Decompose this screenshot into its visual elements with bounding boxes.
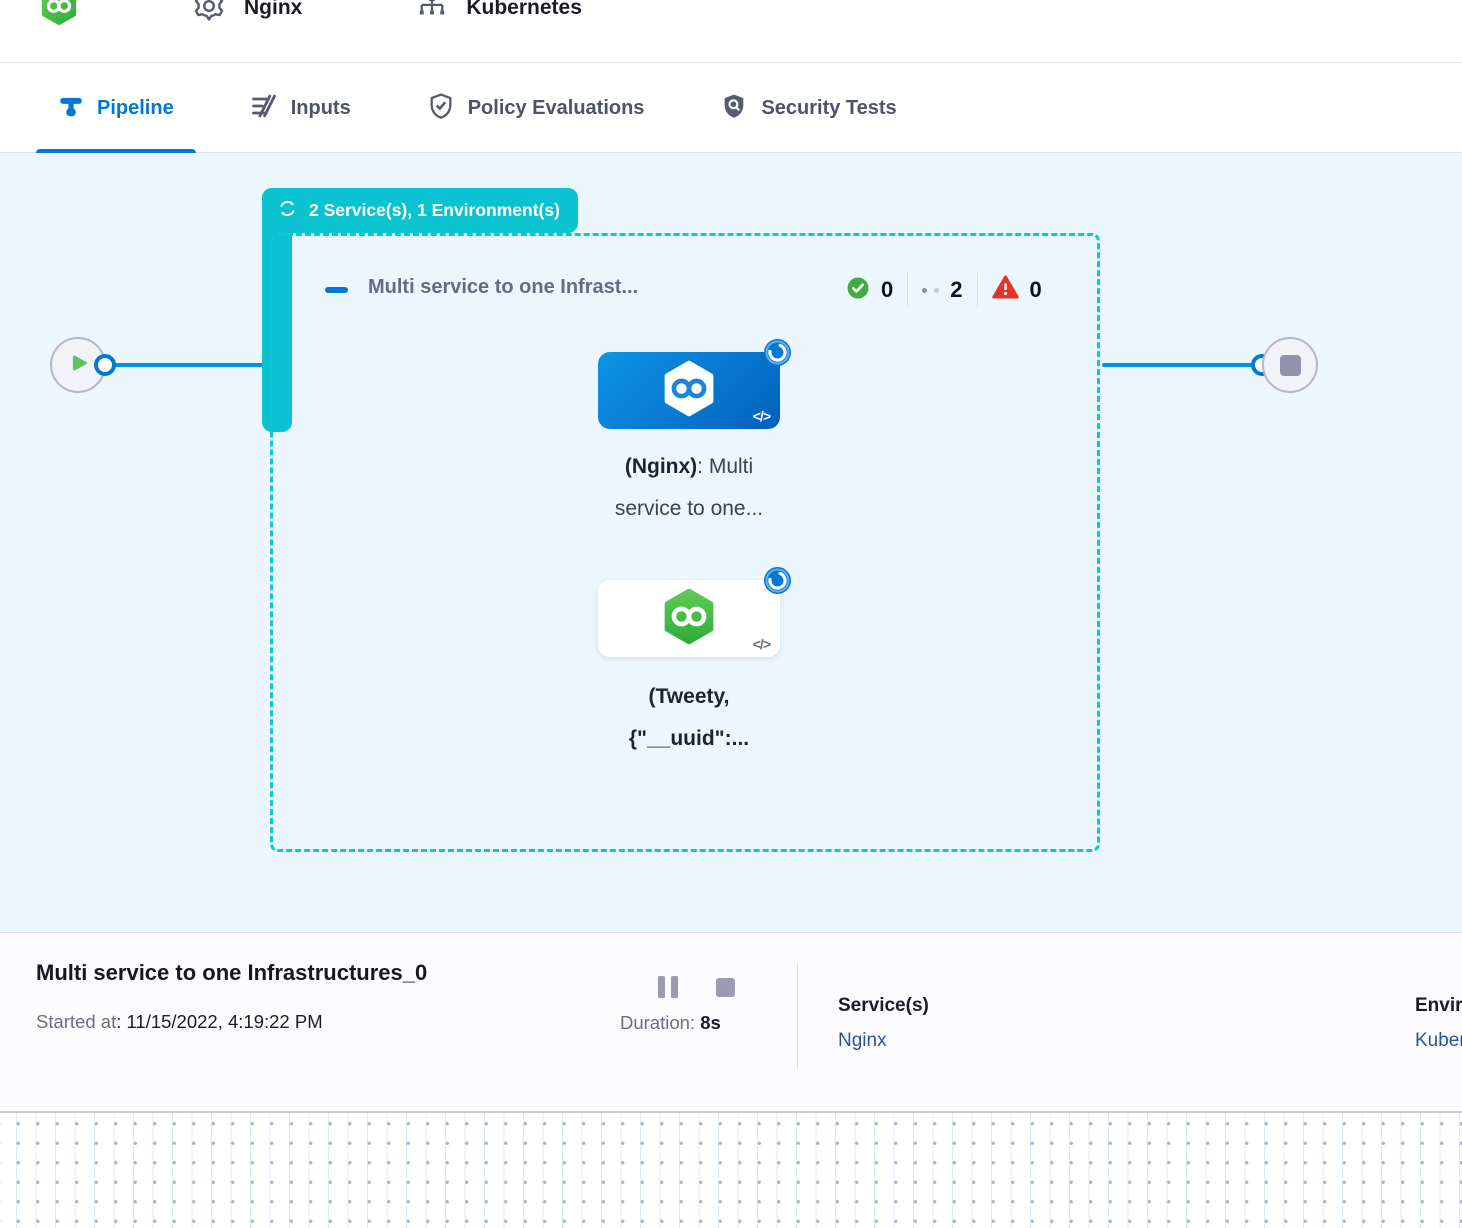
tab-security-tests[interactable]: Security Tests [698, 64, 918, 152]
network-icon [416, 0, 448, 27]
tab-policy-evaluations-label: Policy Evaluations [467, 96, 645, 119]
tab-inputs-label: Inputs [290, 96, 351, 119]
loop-icon [276, 197, 299, 225]
console-grid-area[interactable] [0, 1111, 1462, 1228]
execution-header: Nginx Kubernetes [0, 0, 1462, 63]
pipeline-icon [58, 93, 84, 124]
service-node-tweety-label: (Tweety, {"__uuid":... [628, 685, 750, 750]
counts-divider [976, 273, 978, 307]
service-node-tweety[interactable]: </> [598, 580, 780, 657]
code-glyph: </> [752, 636, 771, 652]
stage-group-container[interactable] [270, 233, 1100, 852]
running-dots-icon [922, 287, 940, 293]
warning-triangle-icon [991, 275, 1019, 305]
policy-shield-icon [427, 92, 455, 125]
tab-security-tests-label: Security Tests [761, 96, 897, 119]
service-node-nginx-label: (Nginx): Multi service to one... [614, 455, 764, 520]
harness-hexagon-blue-icon [660, 359, 718, 422]
running-spinner-icon [763, 566, 792, 595]
pause-button[interactable] [658, 976, 678, 998]
execution-tabbar: Pipeline Inputs Policy Evaluations [0, 64, 1462, 153]
running-spinner-icon [763, 338, 792, 367]
tab-pipeline-label: Pipeline [97, 96, 174, 119]
stage-badge-label: 2 Service(s), 1 Environment(s) [309, 200, 560, 220]
flow-line-left [106, 363, 266, 367]
link-connector-left [94, 354, 116, 376]
tab-policy-evaluations[interactable]: Policy Evaluations [405, 64, 667, 152]
environments-value-link[interactable]: Kubernetes [1415, 1030, 1462, 1051]
play-icon [65, 350, 91, 381]
services-label: Service(s) [838, 995, 929, 1016]
failed-count: 0 [1029, 277, 1042, 302]
execution-title: Multi service to one Infrastructures_0 [36, 960, 428, 985]
stage-title: Multi service to one Infrast... [368, 276, 639, 298]
harness-logo-icon [40, 0, 78, 31]
stage-services-badge[interactable]: 2 Service(s), 1 Environment(s) [262, 188, 578, 233]
pipeline-end-node[interactable] [1262, 337, 1318, 393]
stop-square-icon [1279, 354, 1301, 376]
flow-line-right [1102, 363, 1256, 367]
header-infra-name[interactable]: Kubernetes [466, 0, 582, 19]
inputs-icon [250, 92, 278, 125]
security-shield-icon [720, 92, 748, 125]
stage-status-counts: 0 2 0 [846, 270, 1042, 310]
started-at: Started at: 11/15/2022, 4:19:22 PM [36, 1011, 323, 1032]
execution-summary-bar: Multi service to one Infrastructures_0 S… [0, 933, 1462, 1111]
harness-hexagon-green-icon [660, 587, 718, 650]
success-count: 0 [881, 277, 894, 302]
service-node-nginx[interactable]: </> [598, 352, 780, 429]
success-check-icon [846, 276, 870, 305]
running-count: 2 [950, 277, 963, 302]
tab-pipeline[interactable]: Pipeline [36, 64, 196, 153]
environments-label: Environment(s) [1415, 995, 1462, 1016]
code-glyph: </> [752, 408, 771, 424]
stop-button[interactable] [716, 978, 735, 997]
header-service-name[interactable]: Nginx [244, 0, 303, 19]
tab-inputs[interactable]: Inputs [228, 64, 373, 152]
duration: Duration: 8s [620, 1012, 721, 1033]
services-value-link[interactable]: Nginx [838, 1030, 887, 1051]
counts-divider [907, 273, 909, 307]
collapse-stage-button[interactable] [325, 287, 348, 293]
footer-divider [797, 963, 798, 1069]
gear-icon [192, 0, 226, 28]
pipeline-canvas: 2 Service(s), 1 Environment(s) Multi ser… [0, 153, 1462, 933]
